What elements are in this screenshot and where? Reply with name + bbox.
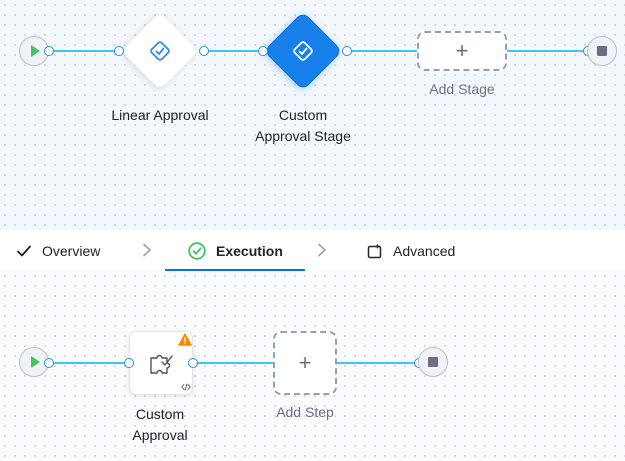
add-stage-label[interactable]: Add Stage xyxy=(429,81,495,97)
puzzle-approval-icon xyxy=(150,354,173,374)
stop-icon xyxy=(597,46,607,56)
execution-end-node xyxy=(418,347,448,377)
warning-icon xyxy=(178,333,192,346)
stage1-out-port xyxy=(199,46,209,56)
tab-execution[interactable]: Execution xyxy=(188,230,283,271)
stage-label: Custom Approval Stage xyxy=(233,105,373,147)
stop-icon xyxy=(428,357,438,367)
add-step-button[interactable]: + xyxy=(273,331,337,395)
connector-add-to-end xyxy=(337,362,419,364)
chevron-right-icon xyxy=(143,243,151,257)
stage-label-line2: Approval Stage xyxy=(255,128,351,144)
step-label-line1: Custom xyxy=(135,406,185,422)
connector-start-to-step xyxy=(49,362,129,364)
plus-icon: + xyxy=(455,38,469,63)
connector-start-to-stage1 xyxy=(49,50,119,52)
connector-stage1-to-stage2 xyxy=(204,50,264,52)
add-step-label[interactable]: Add Step xyxy=(276,404,334,420)
chevron-right-icon xyxy=(318,243,326,257)
play-icon xyxy=(31,356,40,368)
approval-icon xyxy=(293,41,313,61)
check-circle-icon xyxy=(188,241,206,260)
approval-icon xyxy=(150,41,170,61)
connector-add-to-end xyxy=(506,50,588,52)
step-label-line2: Approval xyxy=(132,427,188,443)
stage-label-line1: Custom xyxy=(278,107,328,123)
pipeline-end-node xyxy=(587,36,617,66)
tab-label: Overview xyxy=(42,242,101,259)
step-label: Custom Approval xyxy=(105,404,215,446)
stage-tabs: Overview Execution Advanced xyxy=(0,230,625,271)
connector-step-to-add xyxy=(193,362,274,364)
stage-label: Linear Approval xyxy=(111,107,209,123)
step-in-port xyxy=(124,358,134,368)
stage2-out-port xyxy=(342,46,352,56)
plus-icon: + xyxy=(298,350,312,375)
check-icon xyxy=(17,245,31,256)
tab-overview[interactable]: Overview xyxy=(16,230,100,271)
execution-start-port xyxy=(44,358,54,368)
stage1-in-port xyxy=(114,46,124,56)
active-tab-indicator xyxy=(165,269,305,271)
start-port xyxy=(44,46,54,56)
connector-stage2-to-add xyxy=(347,50,418,52)
stage2-in-port xyxy=(258,46,268,56)
tab-label: Advanced xyxy=(393,242,456,259)
advanced-settings-icon xyxy=(367,243,382,258)
tab-advanced[interactable]: Advanced xyxy=(367,230,455,271)
add-stage-button[interactable]: + xyxy=(417,31,507,71)
code-icon xyxy=(181,383,191,391)
step-out-port xyxy=(188,358,198,368)
tab-label: Execution xyxy=(216,242,283,259)
play-icon xyxy=(31,45,40,57)
stage-canvas[interactable]: Linear Approval Custom Approval Stage + … xyxy=(0,0,625,230)
